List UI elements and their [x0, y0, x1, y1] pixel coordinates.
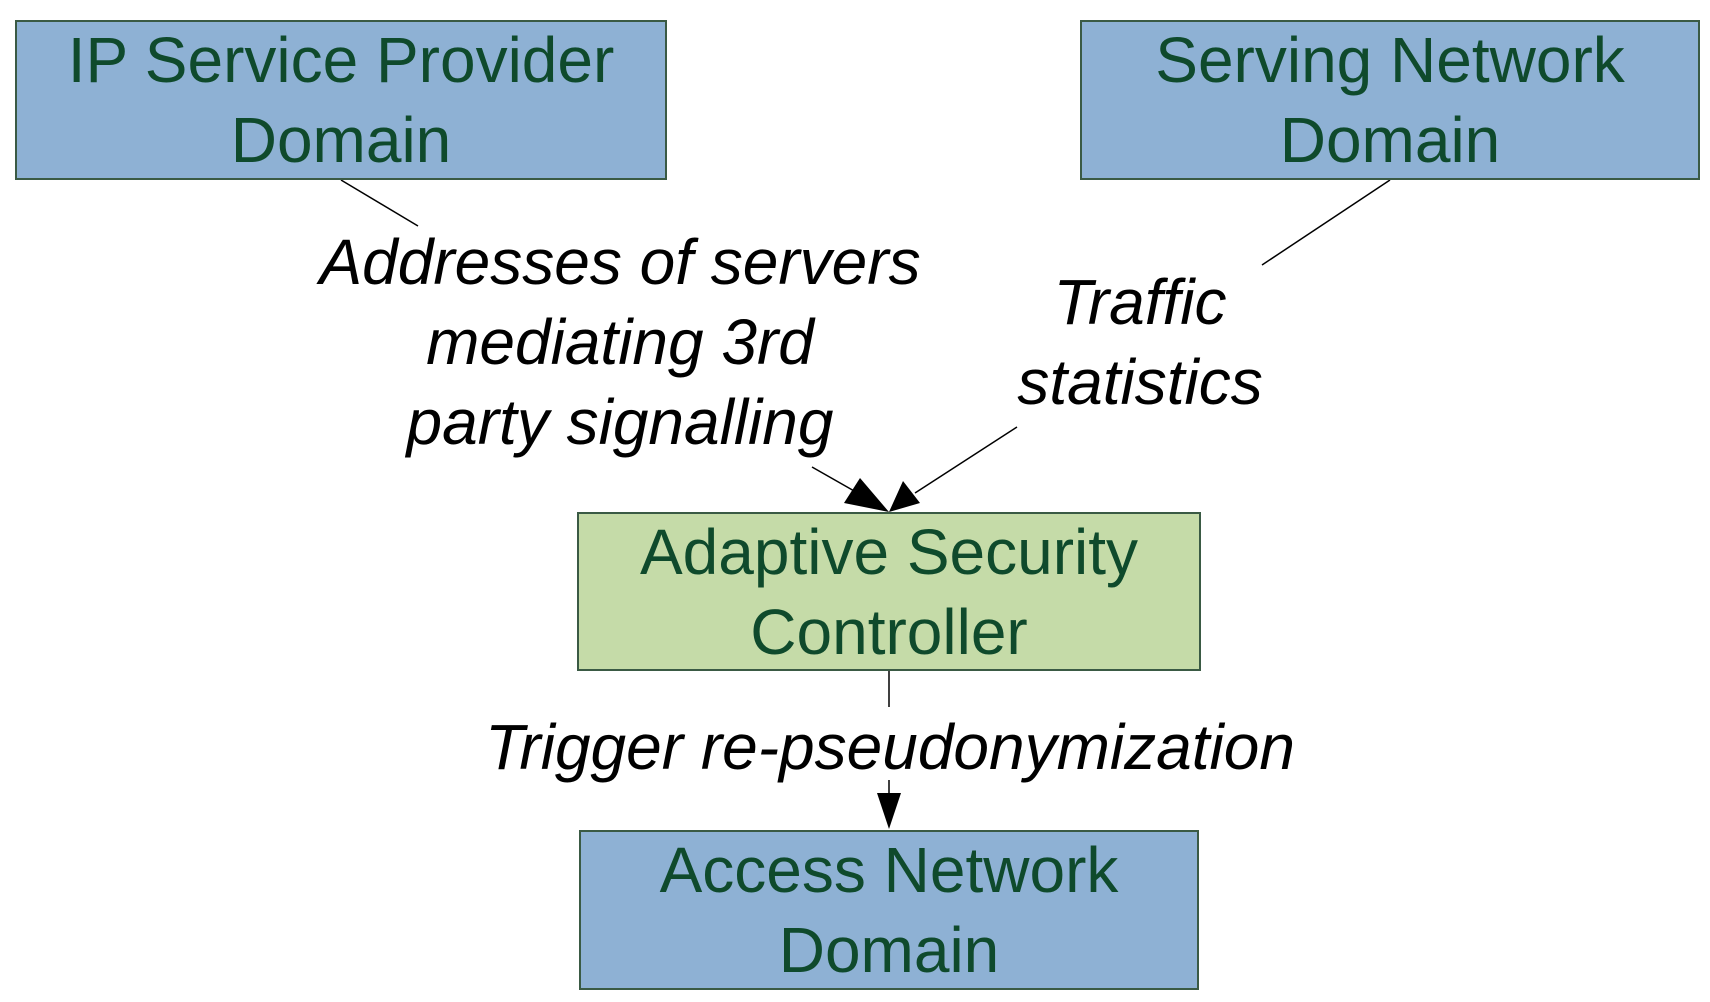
access-network-line1: Access Network	[659, 834, 1119, 906]
adaptive-security-controller-box: Adaptive Security Controller	[577, 512, 1201, 671]
serving-network-line2: Domain	[1279, 104, 1501, 176]
ip-service-provider-line2: Domain	[230, 104, 452, 176]
edge-label-trigger-line1: Trigger re-pseudonymization	[485, 711, 1295, 783]
adaptive-security-controller-line2: Controller	[750, 595, 1028, 668]
adaptive-security-controller-line1: Adaptive Security	[639, 515, 1139, 588]
edge-label-traffic: Traffic statistics	[985, 262, 1295, 422]
ip-service-provider-line1: IP Service Provider	[67, 24, 615, 96]
ip-service-provider-domain-box: IP Service Provider Domain	[15, 20, 667, 180]
arrowhead-trigger	[877, 793, 901, 829]
edge-label-trigger: Trigger re-pseudonymization	[430, 707, 1350, 787]
edge-label-addresses-line3: party signalling	[406, 386, 834, 458]
edge-label-addresses-line1: Addresses of servers	[319, 226, 921, 298]
edge-label-traffic-line2: statistics	[1017, 346, 1263, 418]
access-network-line2: Domain	[778, 914, 1000, 986]
edge-addresses-to-controller-line	[811, 466, 871, 501]
edge-label-addresses: Addresses of servers mediating 3rd party…	[270, 222, 970, 462]
serving-network-domain-box: Serving Network Domain	[1080, 20, 1700, 180]
edge-serving-to-label-line	[1261, 179, 1391, 266]
arrowhead-addresses	[844, 478, 889, 512]
access-network-domain-box: Access Network Domain	[579, 830, 1199, 990]
edge-label-traffic-line1: Traffic	[1053, 266, 1227, 338]
arrowhead-traffic	[889, 481, 920, 512]
serving-network-line1: Serving Network	[1155, 24, 1625, 96]
edge-label-addresses-line2: mediating 3rd	[426, 306, 814, 378]
edge-ip-to-label-line	[340, 179, 419, 227]
